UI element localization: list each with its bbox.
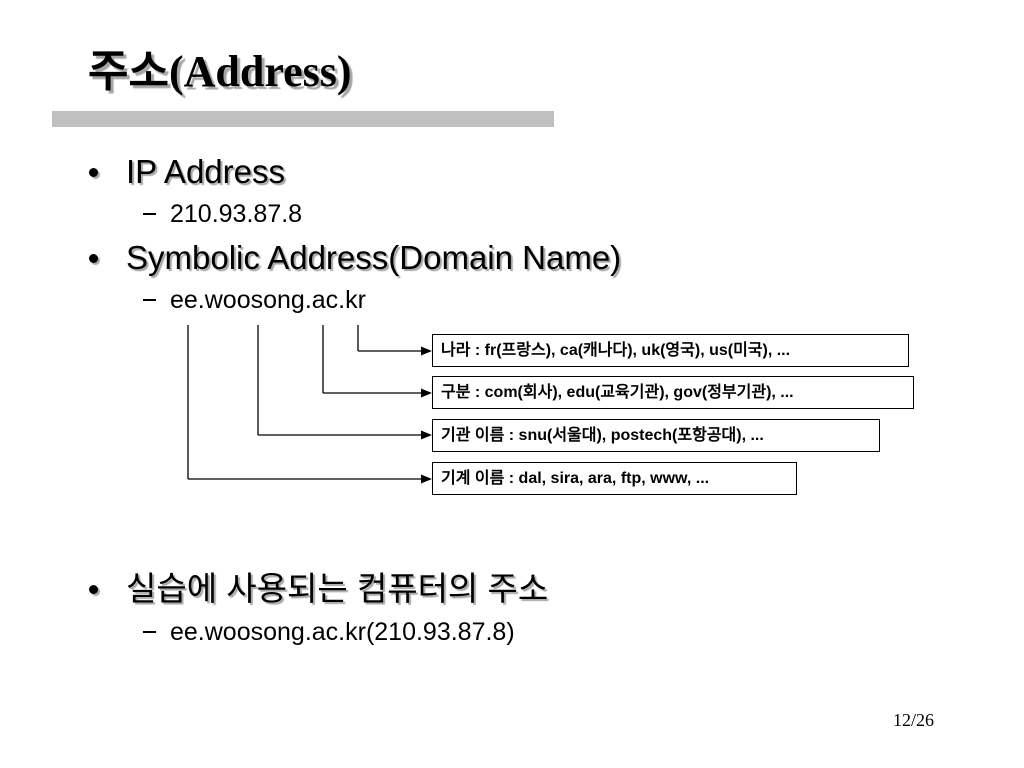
arrow-head-icon <box>421 430 432 440</box>
dash-icon <box>143 631 156 633</box>
domain-part-box-category: 구분 : com(회사), edu(교육기관), gov(정부기관), ... <box>432 376 914 409</box>
bullet-text: IP Address <box>126 153 285 190</box>
domain-part-box-country: 나라 : fr(프랑스), ca(캐나다), uk(영국), us(미국), .… <box>432 334 909 367</box>
domain-part-box-host: 기계 이름 : dal, sira, ara, ftp, www, ... <box>432 462 797 495</box>
bullet-icon <box>89 168 98 177</box>
title-underline-bar <box>52 111 554 127</box>
sub-item-text: 210.93.87.8 <box>170 200 303 228</box>
arrow-head-icon <box>421 346 432 356</box>
bullet-text: Symbolic Address(Domain Name) <box>126 239 622 276</box>
domain-part-box-organization: 기관 이름 : snu(서울대), postech(포항공대), ... <box>432 419 880 452</box>
bullet-icon <box>89 254 98 263</box>
sub-item-ip-value: 210.93.87.8 <box>0 199 1000 229</box>
dash-icon <box>143 299 156 301</box>
sub-item-text: ee.woosong.ac.kr <box>170 286 366 314</box>
sub-item-text: ee.woosong.ac.kr(210.93.87.8) <box>170 618 515 646</box>
sub-item-lab-computer-value: ee.woosong.ac.kr(210.93.87.8) <box>0 617 1000 647</box>
dash-icon <box>143 213 156 215</box>
arrow-head-icon <box>421 474 432 484</box>
bullet-text: 실습에 사용되는 컴퓨터의 주소 <box>126 570 549 607</box>
bullet-icon <box>89 585 98 594</box>
arrow-head-icon <box>421 388 432 398</box>
bullet-item-ip-address: IP Address <box>0 152 1000 192</box>
sub-item-domain-value: ee.woosong.ac.kr <box>0 285 1000 315</box>
bullet-item-lab-computer-address: 실습에 사용되는 컴퓨터의 주소 <box>0 569 1000 609</box>
page-number: 12/26 <box>893 710 935 730</box>
slide-title: 주소(Address) <box>88 47 352 96</box>
bullet-item-symbolic-address: Symbolic Address(Domain Name) <box>0 238 1000 278</box>
